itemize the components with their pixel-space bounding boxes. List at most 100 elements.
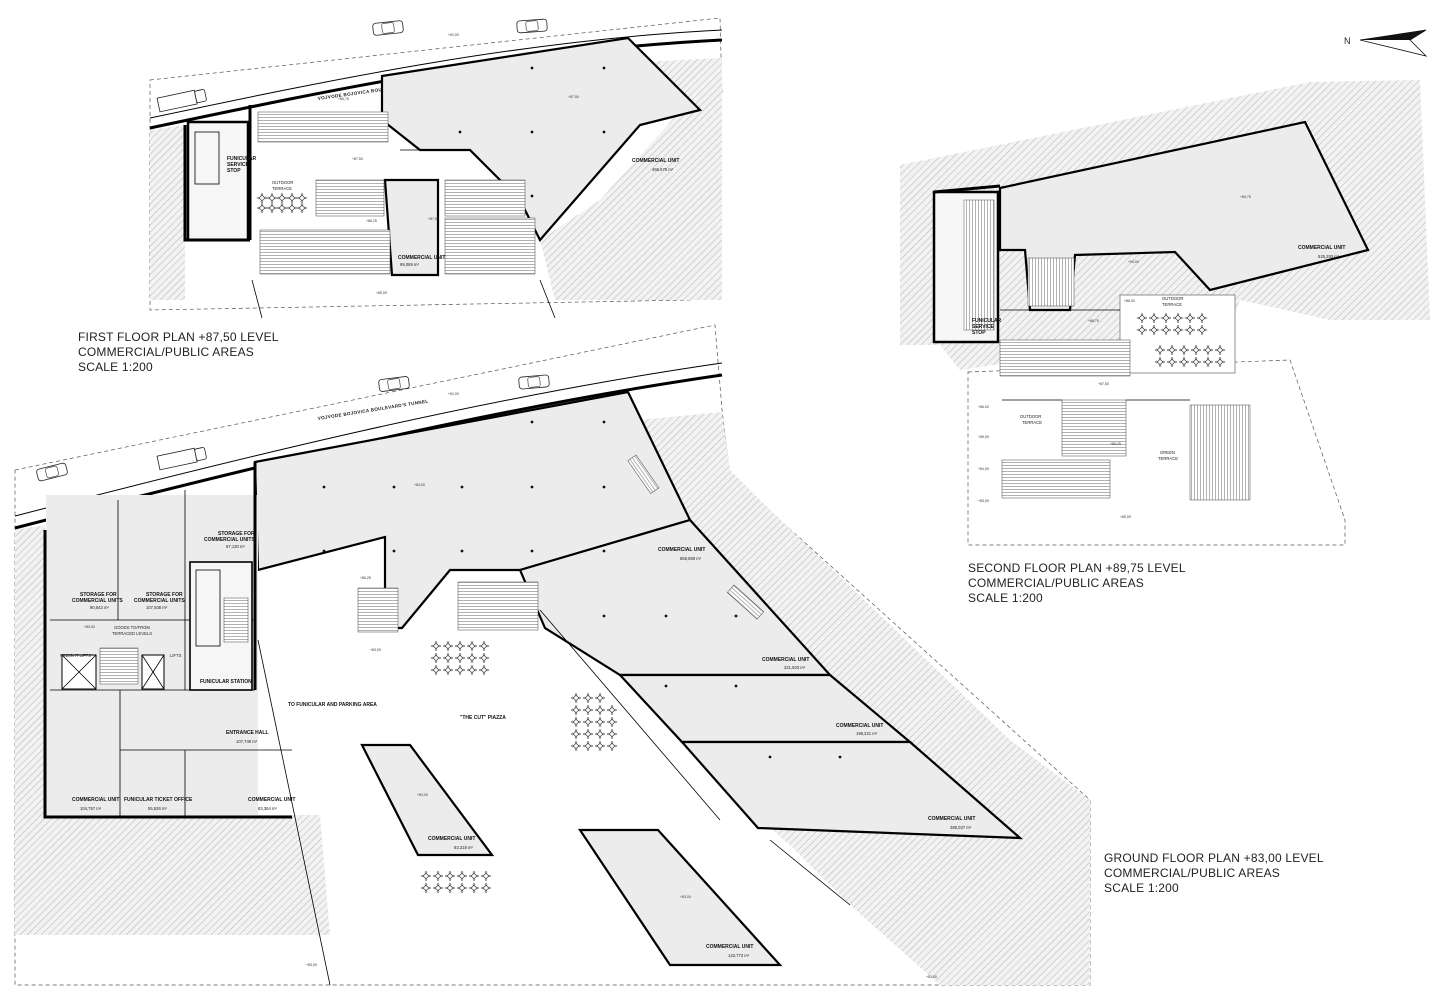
gf-tunnel-label: VOJVODE BOJOVICA BOULEVARD'S TUNNEL [317, 399, 428, 421]
gf-commercial-unit-big [253, 390, 692, 630]
sf-outdoor-b-2: TERRACE [1162, 302, 1182, 307]
ff-level-2: +87,50 [352, 157, 363, 161]
sf-funicular-stop-3: STOP [972, 330, 986, 336]
sf-level-1: +90,00 [1128, 260, 1139, 264]
ff-level-6: +85,00 [376, 291, 387, 295]
gf-ticket-office-area: 55,526 m² [148, 806, 167, 811]
gf-cu-island1-name: COMMERCIAL UNIT [428, 836, 475, 842]
sf-unit-name: COMMERCIAL UNIT [1298, 245, 1345, 251]
sf-title-line-3: SCALE 1:200 [968, 591, 1043, 605]
gf-goods-2: TERRACED LEVELS [112, 631, 152, 636]
gf-piazza-label: "THE CUT" PIAZZA [460, 715, 506, 721]
sf-funicular-stop-2: SERVICE [972, 324, 995, 330]
ff-title-line-3: SCALE 1:200 [78, 360, 153, 374]
gf-freight-lifts: FREIGHT LIFTS [60, 653, 91, 658]
sf-outdoor-b-1: OUTDOOR [1162, 296, 1183, 301]
gf-level-0: +92,00 [448, 392, 459, 396]
sf-level-6: +85,00 [1120, 515, 1131, 519]
ff-funicular-stop-3: STOP [227, 168, 241, 174]
second-floor-title: SECOND FLOOR PLAN +89,75 LEVEL COMMERCIA… [968, 561, 1186, 605]
sf-commercial-unit [998, 120, 1370, 312]
gf-cu-r1-name: COMMERCIAL UNIT [762, 657, 809, 663]
gf-cu-big-area: 859,869 m² [680, 556, 702, 561]
ff-unit-large-area: 466,675 m² [652, 167, 674, 172]
gf-cu-left-name: COMMERCIAL UNIT [72, 797, 119, 803]
ground-floor-title: GROUND FLOOR PLAN +83,00 LEVEL COMMERCIA… [1104, 851, 1324, 895]
gf-level-8: +83,00 [926, 975, 937, 979]
gf-storage-a-name-2: COMMERCIAL UNITS [72, 598, 123, 604]
sf-outdoor-a-1: OUTDOOR [1020, 414, 1041, 419]
gf-cu-mid-left-name: COMMERCIAL UNIT [248, 797, 295, 803]
second-floor-plan: FUNICULAR SERVICE STOP COMMERCIAL UNIT 5… [900, 80, 1430, 546]
gf-storage-c-name-2: COMMERCIAL UNITS [204, 537, 255, 543]
sf-green-2: TERRACE [1158, 456, 1178, 461]
gf-level-4: +83,00 [84, 625, 95, 629]
gf-level-6: +83,00 [680, 895, 691, 899]
gf-storage-b-area: 107,938 m² [146, 605, 168, 610]
ff-outdoor-terrace-1: OUTDOOR [272, 180, 293, 185]
sf-outdoor-a-2: TERRACE [1022, 420, 1042, 425]
gf-cu-r2-area: 199,221 m² [856, 731, 878, 736]
gf-level-5: +83,00 [417, 793, 428, 797]
gf-title-line-3: SCALE 1:200 [1104, 881, 1179, 895]
gf-ticket-office-name: FUNICULAR TICKET OFFICE [124, 797, 193, 803]
ff-level-3: +87,50 [568, 95, 579, 99]
sf-level-8: +85,00 [978, 435, 989, 439]
gf-funicular-station: FUNICULAR STATION 1 [200, 679, 256, 685]
gf-cu-island2-name: COMMERCIAL UNIT [706, 944, 753, 950]
gf-commercial-unit-island1 [360, 743, 495, 857]
ff-title-line-2: COMMERCIAL/PUBLIC AREAS [78, 345, 254, 359]
gf-cu-island1-area: 83,318 m² [454, 845, 473, 850]
gf-cu-big-name: COMMERCIAL UNIT [658, 547, 705, 553]
gf-level-1: +83,00 [414, 483, 425, 487]
north-label: N [1344, 36, 1351, 46]
gf-title-line-2: COMMERCIAL/PUBLIC AREAS [1104, 866, 1280, 880]
ff-level-1: +86,75 [338, 97, 349, 101]
sf-funicular-stop-1: FUNICULAR [972, 318, 1002, 324]
first-floor-title: FIRST FLOOR PLAN +87,50 LEVEL COMMERCIAL… [78, 330, 279, 374]
gf-to-funicular-label: TO FUNICULAR AND PARKING AREA [288, 702, 377, 708]
sf-level-4: +87,50 [1098, 382, 1109, 386]
sf-title-line-2: COMMERCIAL/PUBLIC AREAS [968, 576, 1144, 590]
ff-unit-small-name: COMMERCIAL UNIT [398, 255, 445, 261]
ff-unit-small-area: 69,069 m² [400, 262, 419, 267]
gf-cu-r3-area: 289,037 m² [950, 825, 972, 830]
ground-floor-plan: VOJVODE BOJOVICA BOULEVARD'S TUNNEL [14, 324, 1091, 986]
sf-unit-area: 525,293 m² [1318, 254, 1340, 259]
ff-unit-large-name: COMMERCIAL UNIT [632, 158, 679, 164]
gf-storage-b-name-2: COMMERCIAL UNITS [134, 598, 185, 604]
ff-title-line-1: FIRST FLOOR PLAN +87,50 LEVEL [78, 330, 279, 344]
sf-level-5: +86,25 [1110, 442, 1121, 446]
ff-funicular-stop-2: SERVICE [227, 162, 250, 168]
gf-level-2: +86,25 [360, 576, 371, 580]
gf-cu-r1-area: 321,503 m² [784, 665, 806, 670]
sf-level-10: +83,00 [978, 499, 989, 503]
first-floor-plan: VOJVODE BOJOVICA BOULEVARD'S TUNNEL FUNI… [149, 17, 723, 319]
gf-cu-island2-area: 143,773 m² [728, 953, 750, 958]
gf-storage-b-name-1: STORAGE FOR [146, 592, 183, 598]
sf-level-3: +88,75 [1088, 319, 1099, 323]
sf-level-2: +86,00 [1124, 299, 1135, 303]
sf-green-1: GREEN [1160, 450, 1175, 455]
gf-goods-1: GOODS TO/FROM [114, 625, 150, 630]
sf-level-0: +89,75 [1240, 195, 1251, 199]
gf-commercial-unit-r3 [679, 740, 1024, 840]
gf-level-3: +83,00 [370, 648, 381, 652]
ff-outdoor-terrace-2: TERRACE [272, 186, 292, 191]
sf-level-7: +86,00 [978, 405, 989, 409]
gf-cu-mid-left-area: 83,364 m² [258, 806, 277, 811]
gf-lifts: LIFTS [170, 653, 182, 658]
north-arrow-icon: N [1344, 29, 1428, 57]
gf-entrance-hall-area: 107,749 m² [236, 739, 258, 744]
gf-storage-a-name-1: STORAGE FOR [80, 592, 117, 598]
ff-level-5: +86,25 [366, 219, 377, 223]
gf-commercial-unit-island2 [577, 828, 783, 967]
gf-level-7: +83,00 [306, 963, 317, 967]
gf-cu-left-area: 104,757 m² [80, 806, 102, 811]
sf-level-9: +84,00 [978, 467, 989, 471]
gf-storage-a-area: 90,543 m² [90, 605, 109, 610]
sf-title-line-1: SECOND FLOOR PLAN +89,75 LEVEL [968, 561, 1186, 575]
gf-storage-c-area: 67,130 m² [226, 544, 245, 549]
gf-cu-r2-name: COMMERCIAL UNIT [836, 723, 883, 729]
